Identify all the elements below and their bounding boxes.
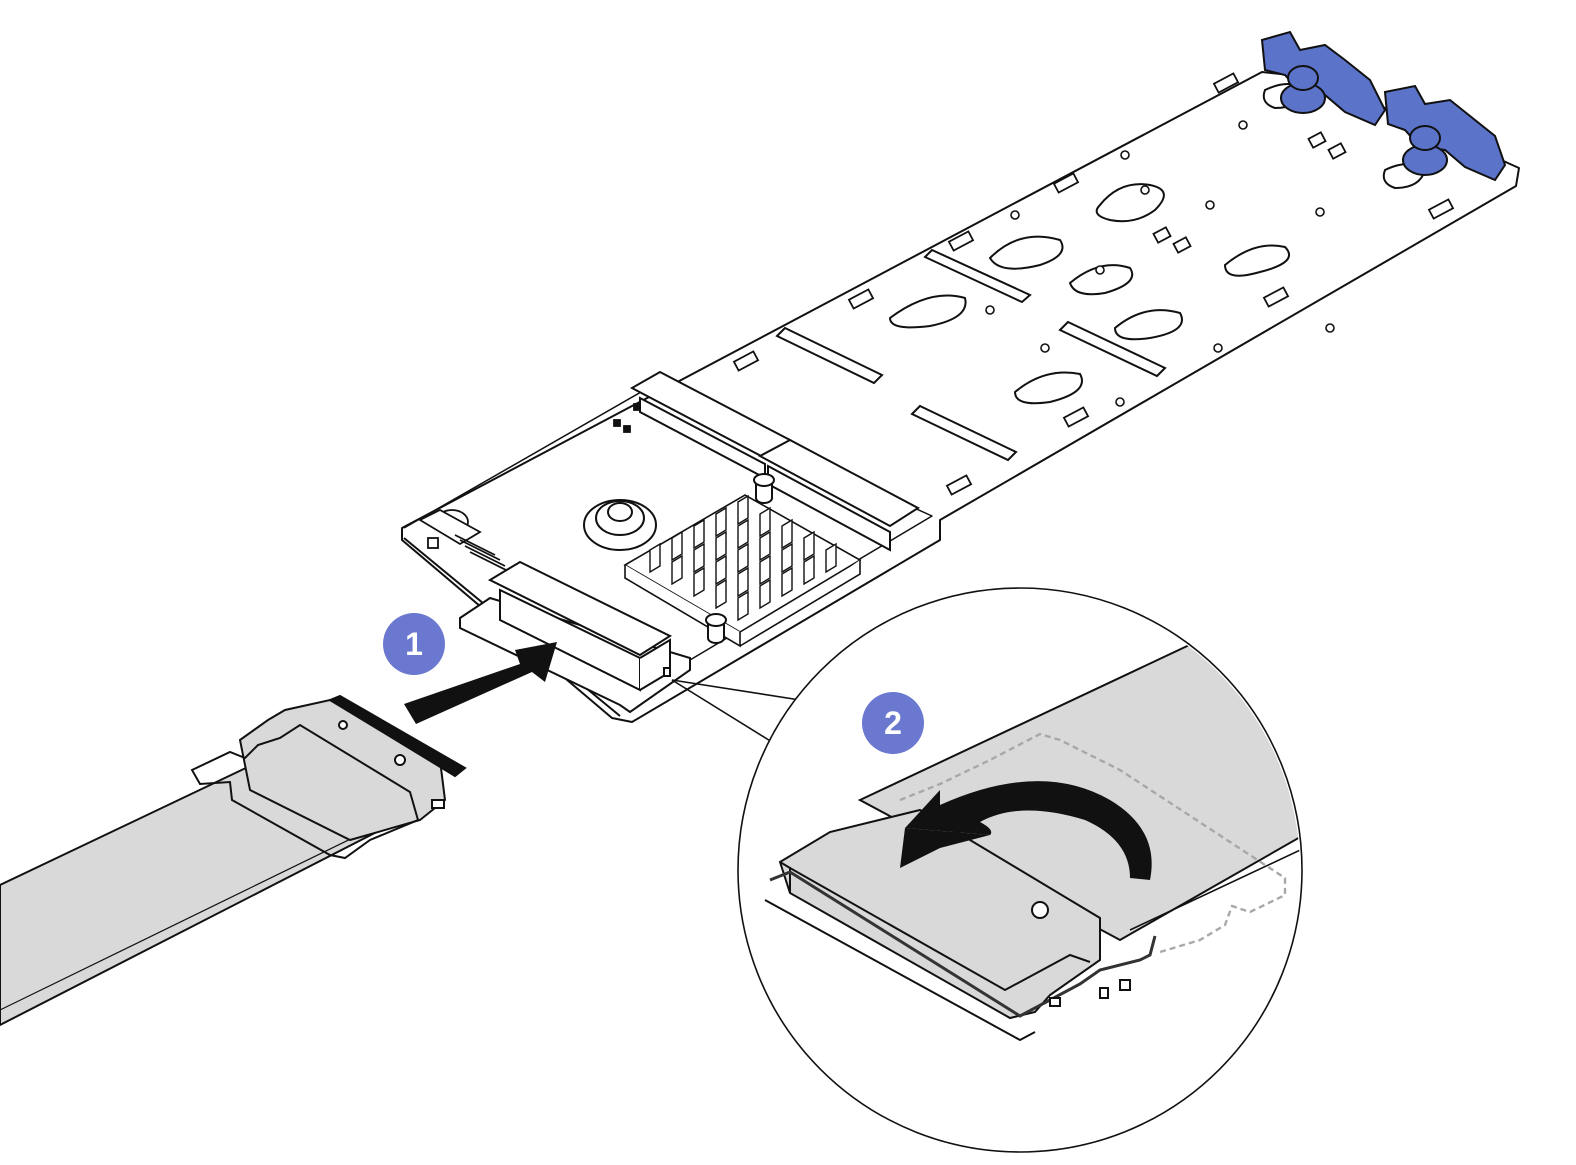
board-screws [583,473,775,644]
board-holes [985,120,1335,407]
board-component [418,403,641,573]
step-1-number: 1 [405,626,423,662]
bar-slots [775,248,1167,462]
cable-connector-plug [190,694,467,860]
retainer-latch-1 [1260,30,1387,127]
step-2-number: 2 [884,705,902,741]
board-cable-connector [459,560,691,714]
retainer-latch-2 [1383,84,1507,182]
insert-arrow-icon [404,642,557,724]
board-pads [732,72,1455,496]
heatsink [623,494,862,648]
step-1-callout: 1 [383,613,445,675]
zoom-detail [764,639,1300,1042]
rotate-arrow-icon [900,781,1152,880]
step-2-callout: 2 [862,692,924,754]
